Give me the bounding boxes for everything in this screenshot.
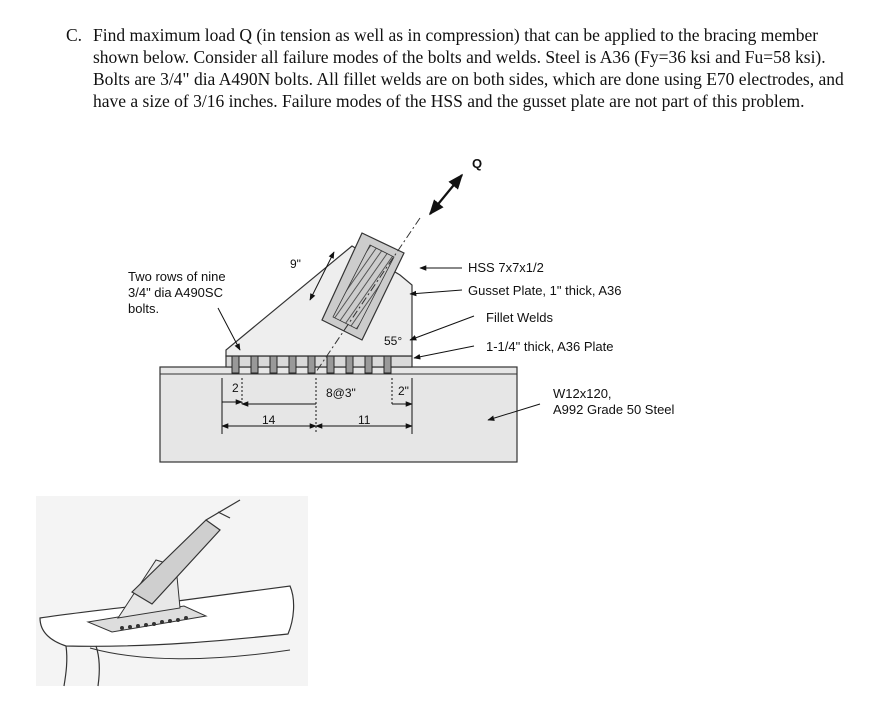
- plate-label: 1-1/4" thick, A36 Plate: [486, 339, 613, 354]
- problem-label: C.: [66, 25, 83, 45]
- dim-9: 9": [290, 257, 301, 271]
- weld-label: Fillet Welds: [486, 310, 553, 325]
- beam: [159, 366, 518, 463]
- dim-2-right: 2": [398, 384, 409, 398]
- gusset-label: Gusset Plate, 1" thick, A36: [468, 283, 621, 298]
- bolts-label-1: Two rows of nine: [128, 269, 226, 284]
- beam-label-1: W12x120,: [553, 386, 612, 401]
- dim-angle: 55°: [384, 334, 402, 348]
- load-label: Q: [472, 156, 482, 171]
- dim-spacing: 8@3": [326, 386, 356, 400]
- beam-label-2: A992 Grade 50 Steel: [553, 402, 675, 417]
- member-centerline: [315, 217, 421, 373]
- problem-text: Find maximum load Q (in tension as well …: [93, 25, 844, 111]
- dim-11: 11: [358, 413, 371, 427]
- dim-14: 14: [262, 413, 276, 427]
- bolts-label-2: 3/4" dia A490SC: [128, 285, 223, 300]
- load-arrow: [429, 173, 463, 216]
- dim-2-left: 2: [232, 381, 239, 395]
- bolts-label-3: bolts.: [128, 301, 159, 316]
- bolts: [231, 350, 392, 374]
- hss-label: HSS 7x7x1/2: [468, 260, 544, 275]
